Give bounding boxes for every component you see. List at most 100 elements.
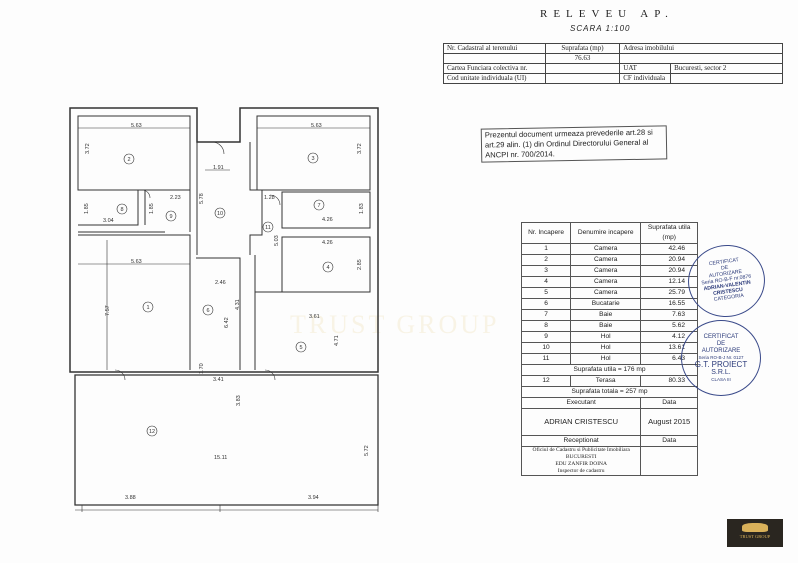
handshake-icon — [742, 523, 768, 532]
room-area: 7.63 — [640, 309, 698, 321]
dimension-label: 1.85 — [149, 203, 155, 214]
room-nr: 5 — [520, 287, 572, 299]
room-label: 10 — [217, 211, 223, 217]
room-area: 20.94 — [640, 254, 698, 266]
dimension-label: 4.26 — [322, 217, 333, 223]
room-label: 6 — [206, 308, 209, 314]
terrace-name: Terasa — [570, 375, 642, 387]
room-nr: 7 — [520, 309, 572, 321]
column-header: Nr. Incapere — [520, 222, 572, 244]
room-nr: 11 — [520, 353, 572, 365]
uat-label: UAT — [619, 63, 672, 74]
room-label: 12 — [149, 429, 155, 435]
area-value: 76.63 — [544, 53, 621, 64]
room-label: 9 — [169, 214, 172, 220]
dimension-label: 3.72 — [357, 143, 363, 154]
scale-label: SCARA 1:100 — [570, 24, 631, 33]
dimension-label: 5.63 — [131, 123, 142, 129]
office-name: Oficiul de Cadastru si Publicitate Imobi… — [532, 447, 630, 460]
inspector-name: EDU ZANFIR DOINA — [555, 461, 607, 467]
room-area: 42.46 — [640, 243, 698, 255]
room-nr: 9 — [520, 331, 572, 343]
dimension-label: 3.83 — [236, 395, 242, 406]
outer-wall — [69, 107, 379, 373]
room-nr: 8 — [520, 320, 572, 332]
room-nr: 10 — [520, 342, 572, 354]
useful-total: Suprafata utila = 176 mp — [521, 364, 698, 376]
area-label: Suprafata (mp) — [544, 43, 621, 54]
room-name: Baie — [570, 309, 642, 321]
room-nr: 3 — [520, 265, 572, 277]
dimension-label: 15.11 — [214, 455, 227, 461]
dimension-label: 5.03 — [274, 235, 280, 246]
dimension-lines — [75, 127, 379, 512]
wall-rooms-8-9 — [78, 189, 191, 233]
dimension-label: 1.85 — [84, 203, 90, 214]
dimension-label: 2.85 — [357, 259, 363, 270]
receptionat-label: Receptionat — [520, 435, 642, 447]
dimension-label: 5.78 — [199, 193, 205, 204]
dimension-labels: 5.63 3.72 5.63 3.72 1.91 1.28 2.23 1.85 … — [84, 123, 370, 501]
dimension-label: 3.88 — [125, 495, 136, 501]
room-nr: 6 — [520, 298, 572, 310]
dimension-label: 3.61 — [309, 314, 320, 320]
room-name: Camera — [570, 265, 642, 277]
dimension-label: 3.94 — [308, 495, 319, 501]
room-name: Bucatarie — [570, 298, 642, 310]
room-area: 16.55 — [640, 298, 698, 310]
inspector-role: Inspector de cadastru — [557, 468, 605, 474]
dimension-label: 3.41 — [213, 377, 224, 383]
dimension-label: 1.91 — [213, 165, 224, 171]
wall-hall-10 — [196, 142, 263, 255]
room-label: 4 — [326, 265, 329, 271]
dimension-label: 4.31 — [235, 299, 241, 310]
room-name: Hol — [570, 331, 642, 343]
room-numbers: 1 2 3 4 5 6 7 8 9 10 11 12 — [116, 152, 334, 437]
legal-notice: Prezentul document urmeaza prevederile a… — [480, 125, 668, 163]
executant-date: August 2015 — [640, 408, 698, 436]
receptionat-data-label: Data — [640, 435, 698, 447]
room-name: Baie — [570, 320, 642, 332]
room-name: Camera — [570, 243, 642, 255]
dimension-label: 4.71 — [334, 335, 340, 346]
document-title: RELEVEU AP. — [540, 8, 674, 20]
room-label: 3 — [311, 156, 314, 162]
cf-label: CF individuala — [619, 73, 672, 84]
dimension-label: 1.70 — [199, 363, 205, 374]
room-area: 5.62 — [640, 320, 698, 332]
terrace-outline — [74, 374, 379, 506]
dimension-label: 1.83 — [359, 203, 365, 214]
column-header: Suprafata utila (mp) — [640, 222, 698, 244]
room-label: 8 — [120, 207, 123, 213]
column-header: Denumire incapere — [570, 222, 642, 244]
dimension-label: 5.63 — [311, 123, 322, 129]
executant-label: Executant — [520, 397, 642, 409]
door-swings — [114, 141, 281, 381]
dimension-label: 5.63 — [131, 259, 142, 265]
dimension-label: 4.26 — [322, 240, 333, 246]
room-name: Hol — [570, 353, 642, 365]
dimension-label: 1.28 — [264, 195, 275, 201]
room-label: 7 — [317, 203, 320, 209]
terrace-nr: 12 — [520, 375, 572, 387]
dimension-label: 5.72 — [364, 445, 370, 456]
dimension-label: 2.23 — [170, 195, 181, 201]
room-label: 1 — [146, 305, 149, 311]
watermark: TRUST GROUP — [290, 310, 500, 339]
uat-value: Bucuresti, sector 2 — [670, 63, 783, 74]
room-nr: 4 — [520, 276, 572, 288]
